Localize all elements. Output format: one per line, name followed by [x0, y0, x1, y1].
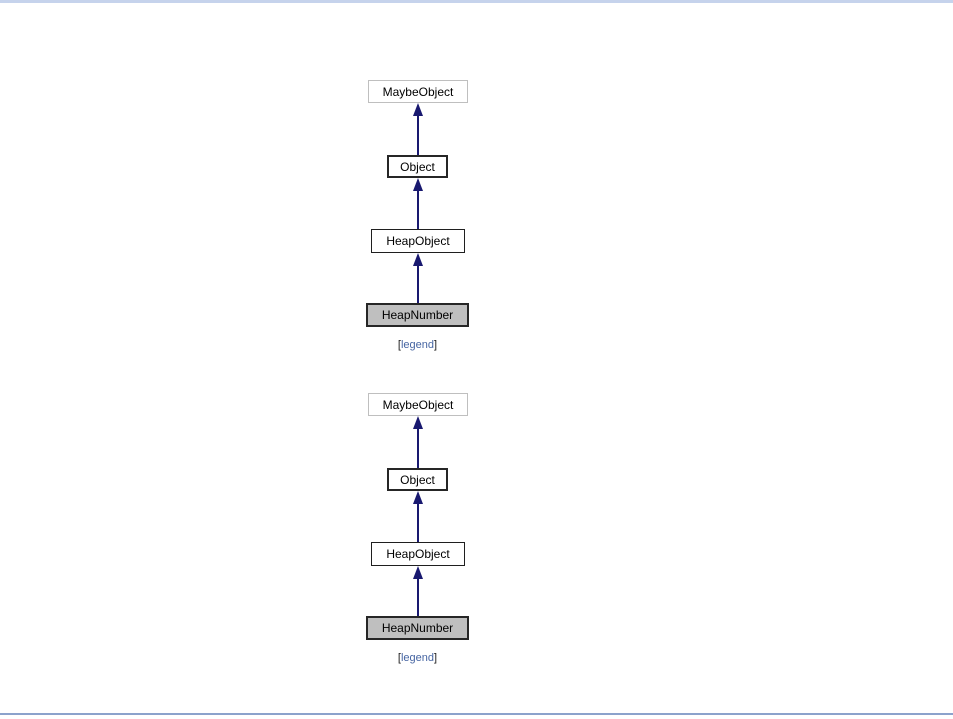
arrowhead-up-icon [412, 253, 423, 266]
legend-bracket-close: ] [434, 652, 438, 664]
node-heapobject[interactable]: HeapObject [371, 229, 465, 253]
arrowhead-up-icon [412, 103, 423, 116]
arrow-shaft [416, 191, 419, 229]
arrow-shaft [416, 429, 419, 468]
arrowhead-up-icon [412, 416, 423, 429]
node-object[interactable]: Object [387, 155, 448, 178]
node-object[interactable]: Object [387, 468, 448, 491]
inheritance-arrow [411, 103, 424, 155]
inheritance-arrow [411, 566, 424, 616]
arrow-shaft [416, 116, 419, 155]
arrowhead-up-icon [412, 566, 423, 579]
inheritance-arrow [411, 491, 424, 542]
inheritance-arrow [411, 253, 424, 303]
node-heapnumber-current: HeapNumber [366, 303, 469, 327]
legend-bracket-close: ] [434, 339, 438, 351]
arrow-shaft [416, 266, 419, 303]
inheritance-arrow [411, 416, 424, 468]
node-maybeobject: MaybeObject [368, 393, 468, 416]
node-heapnumber-current: HeapNumber [366, 616, 469, 640]
arrow-shaft [416, 579, 419, 616]
node-maybeobject: MaybeObject [368, 80, 468, 103]
legend-link[interactable]: legend [400, 652, 435, 664]
node-heapobject[interactable]: HeapObject [371, 542, 465, 566]
legend-caption: [legend] [366, 339, 469, 351]
legend-caption: [legend] [366, 652, 469, 664]
legend-bracket-open: [ [397, 652, 401, 664]
arrowhead-up-icon [412, 178, 423, 191]
arrowhead-up-icon [412, 491, 423, 504]
footer-separator-line [0, 713, 953, 715]
legend-bracket-open: [ [397, 339, 401, 351]
legend-link[interactable]: legend [400, 339, 435, 351]
arrow-shaft [416, 504, 419, 542]
header-bottom-band [0, 0, 953, 3]
inheritance-arrow [411, 178, 424, 229]
